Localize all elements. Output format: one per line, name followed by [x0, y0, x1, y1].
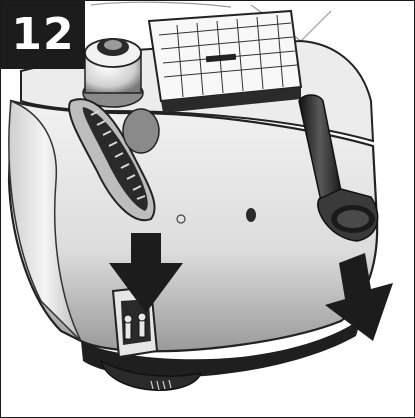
suction-slider	[68, 98, 160, 222]
bottom-skirt	[81, 319, 361, 378]
arrow-down-right-icon	[325, 253, 393, 341]
wheel	[99, 359, 203, 391]
wheel-tread	[150, 379, 172, 391]
arrow-down-icon	[109, 233, 183, 313]
crevice-nozzle	[298, 94, 379, 242]
cord-rewind-knob	[82, 38, 144, 108]
side-panel	[8, 99, 82, 342]
step-number-badge: 12	[1, 1, 85, 69]
filter-grille	[147, 9, 303, 113]
body-details	[176, 208, 256, 224]
